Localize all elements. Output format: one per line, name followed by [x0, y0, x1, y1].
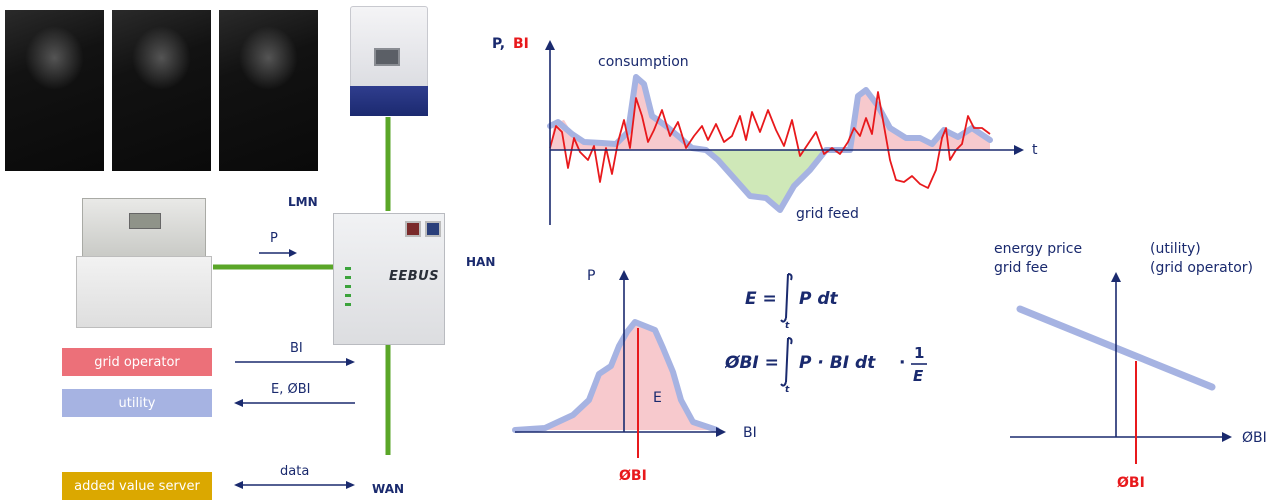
grid-operator-label: (grid operator)	[1150, 260, 1253, 276]
grid-fee-label: grid fee	[994, 260, 1048, 276]
gateway-port-blue	[425, 221, 441, 237]
mean-formula-integrand: P · BI dt	[799, 353, 876, 373]
price-chart-x-label: ØBI	[1242, 430, 1267, 446]
smart-meter-gateway: EEBUS	[333, 213, 445, 345]
consumption-area	[550, 75, 990, 150]
bi-flow-label: BI	[290, 341, 303, 356]
bi-arrow-head	[346, 358, 355, 366]
mean-integral-sign	[780, 337, 793, 387]
solar-panel-3	[219, 10, 318, 171]
formulas: E = P dt t ØBI = P · BI dt t · 1 E	[725, 273, 927, 395]
e-flow-label: E, ØBI	[271, 382, 311, 397]
data-flow-label: data	[280, 464, 310, 479]
gateway-led-panel	[345, 267, 351, 307]
energy-area-label: E	[653, 390, 662, 406]
lmn-label: LMN	[288, 195, 318, 209]
grid-operator-box: grid operator	[62, 348, 212, 376]
price-chart-x-arrow	[1222, 432, 1232, 442]
wan-label: WAN	[372, 482, 405, 496]
energy-price-label: energy price	[994, 241, 1082, 257]
mean-formula-num: 1	[914, 344, 924, 362]
inverter-display	[374, 48, 400, 66]
grid-feed-label: grid feed	[796, 206, 859, 222]
mean-formula-lower: t	[785, 385, 790, 395]
gateway-port-red	[405, 221, 421, 237]
mid-chart-mean-label: ØBI	[619, 468, 647, 484]
solar-panel-2	[112, 10, 211, 171]
mid-chart: P BI E ØBI	[512, 268, 757, 484]
utility-box: utility	[62, 389, 212, 417]
energy-formula-integrand: P dt	[799, 289, 839, 309]
data-arrow-head-left	[234, 481, 243, 489]
top-chart-y-label-bi: BI	[513, 36, 529, 52]
smart-meter	[76, 198, 212, 330]
mean-formula-mult: ·	[899, 353, 905, 373]
energy-formula-lhs: E =	[745, 289, 777, 309]
top-chart-y-arrow	[545, 40, 555, 50]
distribution-band	[512, 319, 720, 433]
consumption-label: consumption	[598, 54, 689, 70]
energy-formula-lower: t	[785, 321, 790, 331]
solar-panel-1	[5, 10, 104, 171]
p-arrow-head	[289, 249, 297, 257]
utility-label: (utility)	[1150, 241, 1201, 257]
inverter	[350, 6, 428, 116]
mean-formula-den: E	[913, 367, 924, 385]
energy-integral-sign	[780, 273, 793, 323]
p-flow-label: P	[270, 231, 278, 246]
consumption-band	[547, 74, 993, 213]
han-label: HAN	[466, 255, 496, 269]
meter-lower	[76, 256, 212, 328]
grid-feed-area	[706, 150, 824, 208]
e-arrow-head	[234, 399, 243, 407]
top-chart-x-arrow	[1014, 145, 1024, 155]
price-chart: energy price grid fee (utility) (grid op…	[994, 241, 1267, 491]
top-chart: P, BI t consumption grid feed	[492, 36, 1038, 225]
price-chart-mean-label: ØBI	[1117, 475, 1145, 491]
top-chart-y-label-p: P,	[492, 36, 505, 52]
data-arrow-head-right	[346, 481, 355, 489]
price-chart-y-arrow	[1111, 272, 1121, 282]
mid-chart-y-arrow	[619, 270, 629, 280]
mean-formula-lhs: ØBI =	[725, 353, 779, 373]
distribution-area	[515, 322, 717, 430]
mid-chart-x-arrow	[716, 427, 726, 437]
mid-chart-x-label: BI	[743, 425, 757, 441]
top-chart-x-label: t	[1032, 142, 1038, 158]
bi-line	[549, 91, 991, 189]
meter-display	[129, 213, 161, 229]
eebus-logo: EEBUS	[389, 269, 440, 284]
mid-chart-y-label: P	[587, 268, 595, 284]
added-value-server-box: added value server	[62, 472, 212, 500]
inverter-base	[350, 86, 428, 116]
